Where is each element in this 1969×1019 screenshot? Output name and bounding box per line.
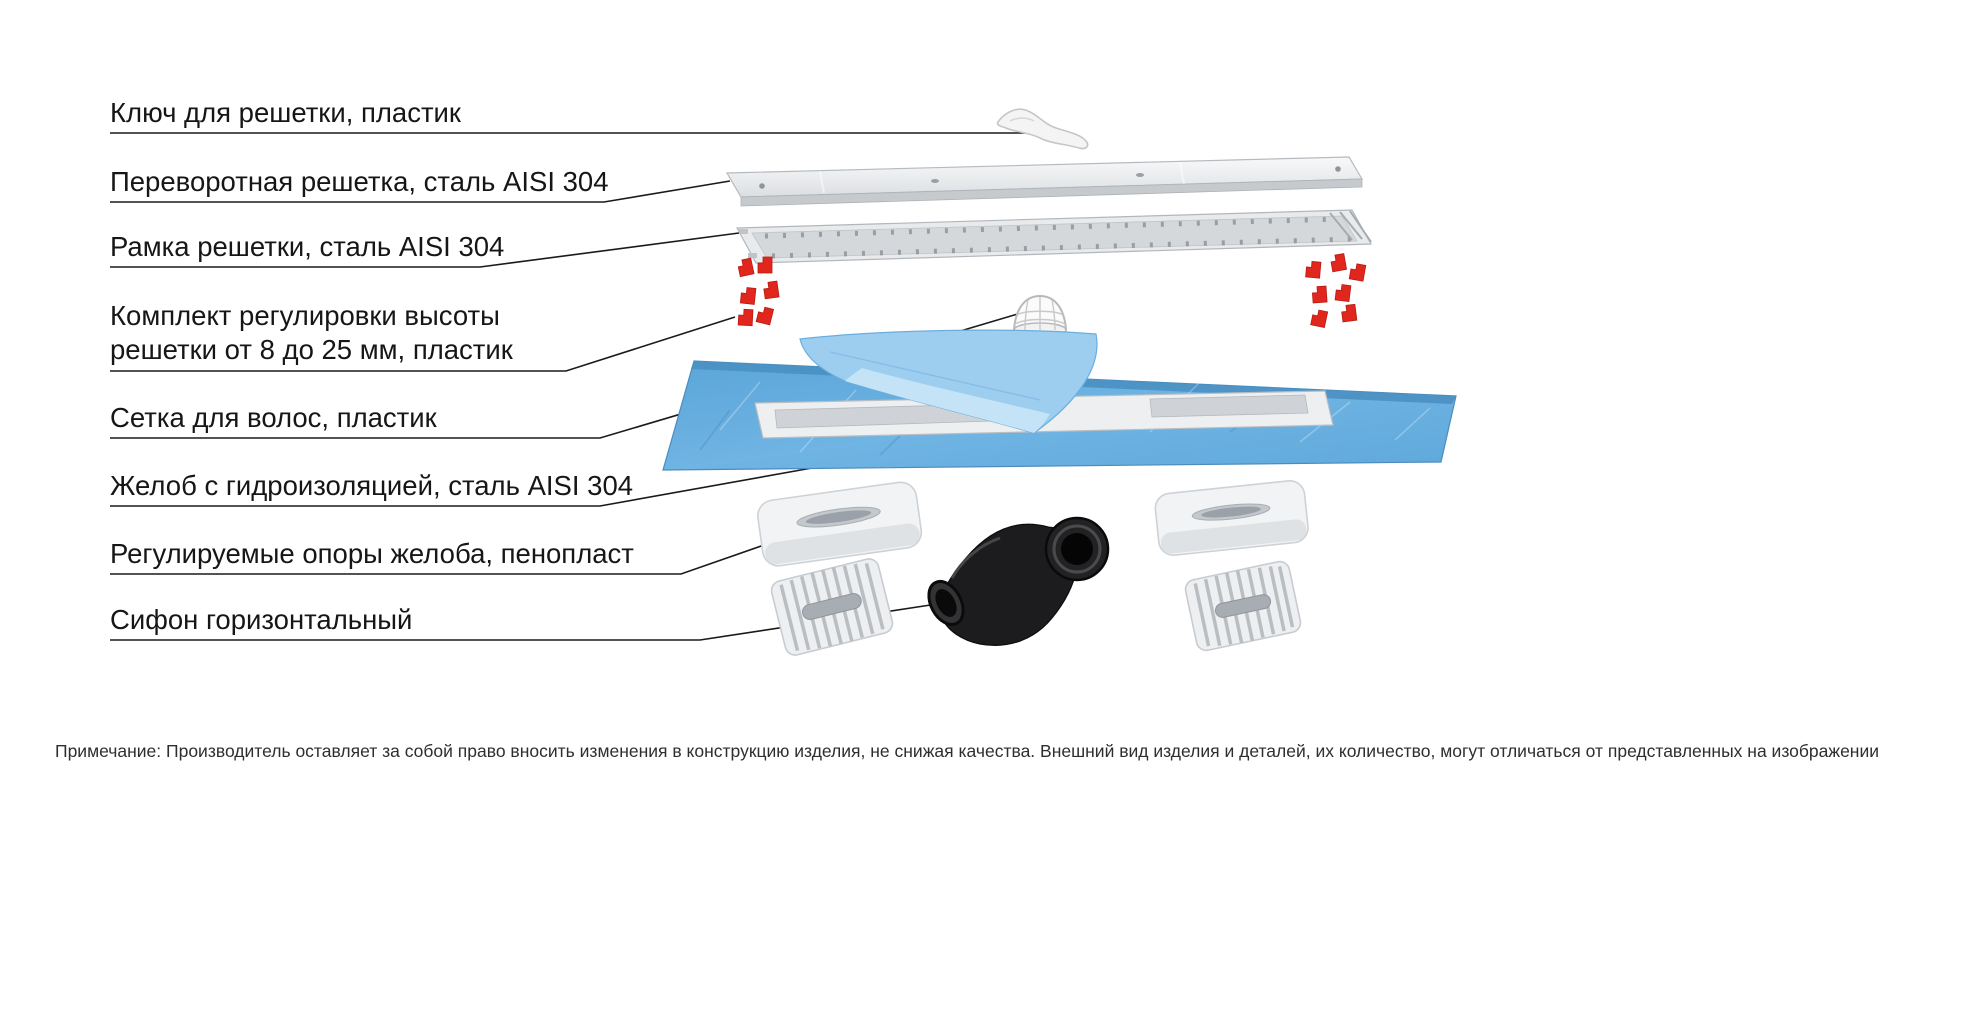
reversible-grate-illustration xyxy=(725,156,1364,207)
leader-line xyxy=(110,467,813,507)
frame-end-hatch xyxy=(1349,210,1372,243)
label-supports: Регулируемые опоры желоба, пенопласт xyxy=(110,538,634,569)
frame-channel xyxy=(751,215,1358,259)
frame-end-hatch xyxy=(1329,212,1353,241)
height-adjustment-clips-left xyxy=(736,256,780,327)
support-side xyxy=(1160,519,1307,554)
frame-end-hatch xyxy=(1339,211,1363,240)
grate-screw-hole xyxy=(759,183,765,189)
wedge-slot xyxy=(1214,594,1272,618)
key-detail xyxy=(1009,117,1035,122)
label-channel: Желоб с гидроизоляцией, сталь AISI 304 xyxy=(110,470,633,501)
frame-tab xyxy=(739,229,748,234)
siphon-port-bore xyxy=(1061,533,1093,565)
support-slot-inner xyxy=(1201,506,1261,518)
grate-slot xyxy=(1136,173,1144,177)
red-clip xyxy=(1305,260,1322,279)
strainer-lattice xyxy=(1024,297,1056,331)
grate-screw-hole xyxy=(1335,166,1341,172)
grate-front-edge xyxy=(740,178,1363,207)
frame-perforation-row xyxy=(771,236,1353,259)
siphon-port-ring xyxy=(1052,524,1102,574)
membrane-flap-underside xyxy=(845,368,1050,433)
red-clip xyxy=(1311,285,1328,304)
grate-sheen xyxy=(819,170,825,194)
label-reversible-grate: Переворотная решетка, сталь AISI 304 xyxy=(110,166,609,197)
label-hair-net: Сетка для волос, пластик xyxy=(110,402,438,433)
label-grate-frame: Рамка решетки, сталь AISI 304 xyxy=(110,231,504,262)
red-clip xyxy=(762,280,780,300)
wedge-slot xyxy=(802,593,862,620)
label-grate-key: Ключ для решетки, пластик xyxy=(110,97,462,128)
label-siphon: Сифон горизонтальный xyxy=(110,604,412,635)
red-clip xyxy=(737,308,754,327)
membrane-flap xyxy=(799,329,1098,434)
leader-line xyxy=(110,232,740,268)
leader-line xyxy=(110,316,736,372)
red-clip xyxy=(1310,308,1329,329)
red-clip xyxy=(1340,303,1358,323)
frame-tab xyxy=(748,253,757,258)
grate-frame-illustration xyxy=(736,209,1373,264)
height-adjustment-clips-right xyxy=(1305,253,1367,329)
foam-wedge-right xyxy=(1184,560,1302,652)
label-adjust-kit-line2: решетки от 8 до 25 мм, пластик xyxy=(110,334,514,365)
leader-line xyxy=(110,544,765,575)
red-clip xyxy=(1329,253,1348,273)
red-clip xyxy=(739,286,757,305)
membrane-flap-crease xyxy=(829,351,1041,401)
key-body xyxy=(996,108,1089,150)
red-clip xyxy=(1334,283,1352,303)
foam-support-left xyxy=(757,481,923,567)
siphon-illustration xyxy=(927,516,1110,646)
red-clip xyxy=(736,257,755,278)
strainer-lattice xyxy=(1014,310,1066,325)
label-adjust-kit-line1: Комплект регулировки высоты xyxy=(110,300,500,331)
channel-membrane-illustration xyxy=(662,329,1457,471)
grate-key-illustration xyxy=(996,108,1089,150)
grate-sheen xyxy=(1179,161,1185,185)
foam-support-right xyxy=(1154,480,1309,557)
red-clip xyxy=(1348,262,1367,282)
support-slot-inner xyxy=(805,510,872,524)
foam-wedge-left xyxy=(770,558,894,656)
manufacturer-note: Примечание: Производитель оставляет за с… xyxy=(55,741,1879,761)
grate-slot xyxy=(931,179,939,183)
leader-line xyxy=(110,180,731,203)
siphon-outlet-bore xyxy=(935,589,957,617)
support-side xyxy=(765,523,920,565)
red-clip xyxy=(755,305,775,326)
siphon-highlight xyxy=(950,536,1001,579)
channel-slot xyxy=(1149,394,1309,418)
